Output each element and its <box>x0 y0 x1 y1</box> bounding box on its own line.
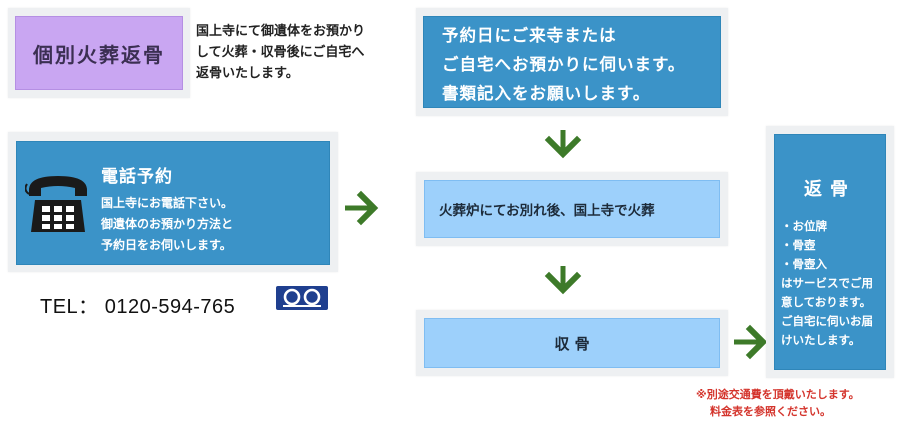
note-text: ※別途交通費を頂戴いたします。 料金表を参照ください。 <box>696 386 860 420</box>
phone-number[interactable]: TEL： 0120-594-765 <box>40 296 236 318</box>
intro-text: 国上寺にて御遺体をお預かり して火葬・収骨後にご自宅へ 返骨いたします。 <box>196 21 416 84</box>
phone-description: 国上寺にお電話下さい。 御遺体のお預かり方法と 予約日をお伺いします。 <box>101 193 233 256</box>
return-title: 返骨 <box>804 179 856 200</box>
phone-line-1: 国上寺にお電話下さい。 <box>101 196 234 210</box>
phone-step-box: 電話予約 国上寺にお電話下さい。 御遺体のお預かり方法と 予約日をお伺いします。 <box>16 141 330 265</box>
return-line-1: ・お位牌 <box>781 219 827 233</box>
telephone-icon <box>25 176 87 232</box>
intro-line-2: して火葬・収骨後にご自宅へ <box>196 45 365 60</box>
note-line-1: ※別途交通費を頂戴いたします。 <box>696 388 860 401</box>
reserve-line-1: 予約日にご来寺または <box>442 26 617 45</box>
return-list: ・お位牌 ・骨壺 ・骨壺入 はサービスでご用 意しております。 ご自宅に伺いお届… <box>781 217 873 350</box>
freedial-icon <box>276 286 328 310</box>
intro-line-1: 国上寺にて御遺体をお預かり <box>196 24 366 39</box>
intro-line-3: 返骨いたします。 <box>196 66 299 81</box>
return-line-7: けいたします。 <box>781 333 861 347</box>
page-title: 個別火葬返骨 <box>15 16 183 90</box>
freedial-icon-graphic <box>283 288 321 307</box>
phone-line-2: 御遺体のお預かり方法と <box>101 217 234 231</box>
cremation-step-box: 火葬炉にてお別れ後、国上寺で火葬 <box>424 180 720 238</box>
return-step-box: 返骨 ・お位牌 ・骨壺 ・骨壺入 はサービスでご用 意しております。 ご自宅に伺… <box>774 134 886 370</box>
reserve-line-2: ご自宅へお預かりに伺います。 <box>442 55 686 74</box>
return-line-3: ・骨壺入 <box>781 257 827 271</box>
return-line-5: 意しております。 <box>781 295 872 309</box>
collect-step-box: 収 骨 <box>424 318 720 368</box>
phone-title: 電話予約 <box>101 167 173 187</box>
return-line-4: はサービスでご用 <box>781 276 873 290</box>
right-arrow-icon <box>345 190 379 226</box>
reserve-line-3: 書類記入をお願いします。 <box>442 84 651 103</box>
return-line-6: ご自宅に伺いお届 <box>781 314 873 328</box>
return-line-2: ・骨壺 <box>781 238 816 252</box>
down-arrow-icon <box>544 266 582 295</box>
right-arrow-icon <box>734 324 768 360</box>
down-arrow-icon <box>544 130 582 159</box>
reserve-step-box: 予約日にご来寺または ご自宅へお預かりに伺います。 書類記入をお願いします。 <box>423 16 721 108</box>
note-line-2: 料金表を参照ください。 <box>710 405 831 418</box>
phone-line-3: 予約日をお伺いします。 <box>101 238 232 252</box>
